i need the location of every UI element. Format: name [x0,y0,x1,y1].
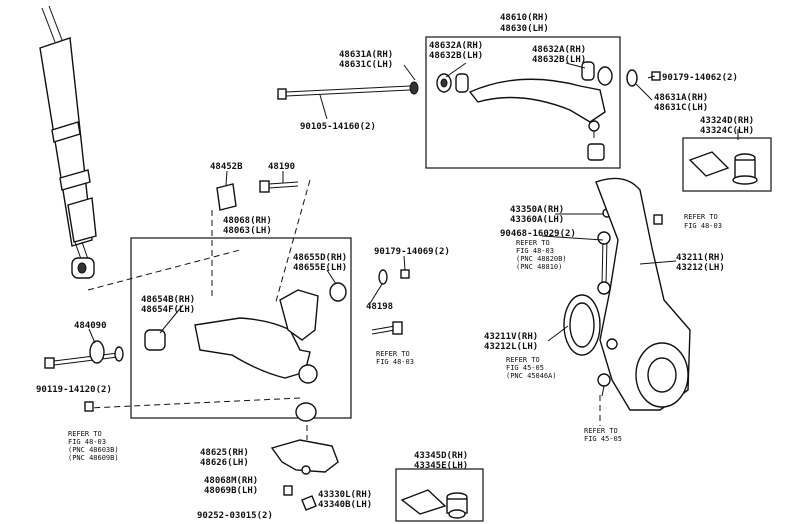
callout-43324d: 43324D(RH) [700,116,754,126]
stabilizer-link [597,208,612,295]
leader-lines [88,62,739,344]
callout-90119: 90119-14120(2) [36,385,112,395]
callout-48610: 48610(RH) [500,13,549,23]
callout-48190: 48190 [268,162,295,172]
upper-arm-group-box [425,36,621,169]
refer-note-3-line1: REFER TO [376,350,410,358]
callout-43350a: 43350A(RH) [510,205,564,215]
refer-note-1-line2: FIG 48-03 [684,222,722,230]
boot-kit-bottom [400,489,468,519]
refer-note-5-line1: REFER TO [506,356,540,364]
refer-note-2-line2: FIG 48-03 [516,247,554,255]
callout-48625: 48625(RH) [200,448,249,458]
callout-48626: 48626(LH) [200,458,249,468]
callout-43345d: 43345D(RH) [414,451,468,461]
callout-43330l: 43330L(RH) [318,490,372,500]
long-bolt-90105 [277,81,419,100]
refer-note-3-line2: FIG 48-03 [376,358,414,366]
callout-48654b: 48654B(RH) [141,295,195,305]
callout-48452b: 48452B [210,162,243,172]
refer-note-4-line3: (PNC 48603B) [68,446,119,454]
callout-90468: 90468-16029(2) [500,229,576,239]
callout-43345e: 43345E(LH) [414,461,468,471]
camber-hardware [216,180,299,211]
callout-48632a-2: 48632A(RH) [532,45,586,55]
callout-43340b: 43340B(LH) [318,500,372,510]
callout-48198: 48198 [366,302,393,312]
boot-kit-box-top [682,137,772,192]
callout-48631a-top: 48631A(RH) [339,50,393,60]
steering-knuckle [563,177,691,411]
boot-kit-box-bottom [395,468,484,522]
dashed-guides [87,179,601,440]
ball-joint [270,402,339,511]
callout-484090: 484090 [74,321,107,331]
refer-note-5-line2: FIG 45-05 [506,364,544,372]
refer-note-2-line3: (PNC 48820B) [516,255,567,263]
callout-43324c: 43324C(LH) [700,126,754,136]
callout-48069b: 48069B(LH) [204,486,258,496]
callout-90179-14062: 90179-14062(2) [662,73,738,83]
refer-note-6-line2: FIG 45-05 [584,435,622,443]
callout-48063: 48063(LH) [223,226,272,236]
callout-90252: 90252-03015(2) [197,511,273,521]
callout-43211v: 43211V(RH) [484,332,538,342]
refer-note-4-line1: REFER TO [68,430,102,438]
refer-note-2-line4: (PNC 48810) [516,263,562,271]
callout-48654f: 48654F(LH) [141,305,195,315]
refer-note-4-line4: (PNC 48609B) [68,454,119,462]
boot-kit-top [688,151,758,185]
callout-43212l: 43212L(LH) [484,342,538,352]
callout-48632b-1: 48632B(LH) [429,51,483,61]
callout-90179-14069: 90179-14069(2) [374,247,450,257]
callout-48631c-top: 48631C(LH) [339,60,393,70]
callout-48655d: 48655D(RH) [293,253,347,263]
callout-48630: 48630(LH) [500,24,549,34]
callout-48632b-2: 48632B(LH) [532,55,586,65]
bolt-90119 [44,340,124,412]
refer-note-1-line1: REFER TO [684,213,718,221]
callout-48631a-r: 48631A(RH) [654,93,708,103]
callout-90105: 90105-14160(2) [300,122,376,132]
callout-48632a-1: 48632A(RH) [429,41,483,51]
upper-arm [436,61,661,161]
callout-43360a: 43360A(LH) [510,215,564,225]
callout-48068m: 48068M(RH) [204,476,258,486]
refer-note-2-line1: REFER TO [516,239,550,247]
callout-48068: 48068(RH) [223,216,272,226]
lower-arm [144,269,410,384]
callout-48631c-r: 48631C(LH) [654,103,708,113]
refer-note-5-line3: (PNC 45046A) [506,372,557,380]
callout-48655e: 48655E(LH) [293,263,347,273]
callout-43212: 43212(LH) [676,263,725,273]
refer-notes: REFER TO FIG 48-03 REFER TO FIG 48-03 (P… [68,213,722,462]
callouts: 48610(RH) 48630(LH) 48631A(RH) 48631C(LH… [36,13,754,521]
refer-note-6-line1: REFER TO [584,427,618,435]
callout-43211: 43211(RH) [676,253,725,263]
refer-note-4-line2: FIG 48-03 [68,438,106,446]
lower-arm-group-box [130,237,352,419]
shock-absorber [39,5,97,279]
